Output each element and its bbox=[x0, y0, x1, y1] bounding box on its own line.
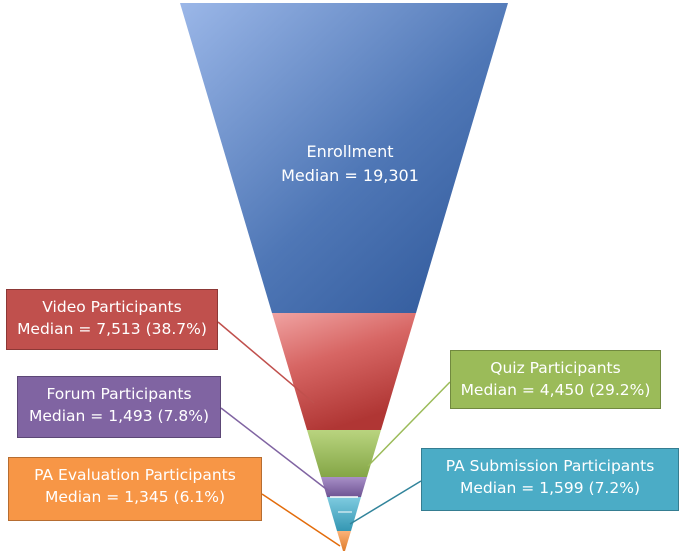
forum-name: Forum Participants bbox=[46, 385, 192, 403]
pa-evaluation-name: PA Evaluation Participants bbox=[34, 466, 236, 484]
video-connector bbox=[217, 321, 315, 404]
forum-median: Median = 1,493 (7.8%) bbox=[29, 407, 209, 425]
pa-submission-median: Median = 1,599 (7.2%) bbox=[460, 479, 640, 497]
forum-callout: Forum Participants Median = 1,493 (7.8%) bbox=[17, 376, 221, 438]
pa-submission-name: PA Submission Participants bbox=[445, 457, 655, 475]
video-callout: Video Participants Median = 7,513 (38.7%… bbox=[6, 289, 218, 350]
video-segment bbox=[272, 313, 416, 430]
video-median: Median = 7,513 (38.7%) bbox=[17, 320, 207, 338]
pa-submission-callout: PA Submission Participants Median = 1,59… bbox=[421, 448, 679, 511]
pa-evaluation-callout: PA Evaluation Participants Median = 1,34… bbox=[8, 457, 262, 521]
video-name: Video Participants bbox=[42, 298, 182, 316]
quiz-name: Quiz Participants bbox=[490, 359, 621, 377]
pa-evaluation-segment bbox=[337, 531, 351, 551]
pa-evaluation-connector bbox=[261, 493, 341, 547]
forum-segment bbox=[321, 477, 367, 497]
pa-evaluation-median: Median = 1,345 (6.1%) bbox=[45, 488, 225, 506]
pa-submission-connector bbox=[349, 480, 422, 525]
pa-submission-segment bbox=[327, 497, 361, 531]
quiz-callout: Quiz Participants Median = 4,450 (29.2%) bbox=[450, 350, 661, 409]
quiz-connector bbox=[367, 381, 451, 467]
quiz-segment bbox=[307, 430, 381, 477]
enrollment-median: Median = 19,301 bbox=[281, 166, 419, 185]
enrollment-label: Enrollment Median = 19,301 bbox=[250, 140, 450, 188]
enrollment-segment bbox=[180, 3, 508, 313]
quiz-median: Median = 4,450 (29.2%) bbox=[460, 381, 651, 399]
forum-connector bbox=[220, 407, 331, 493]
enrollment-name: Enrollment bbox=[306, 142, 394, 161]
